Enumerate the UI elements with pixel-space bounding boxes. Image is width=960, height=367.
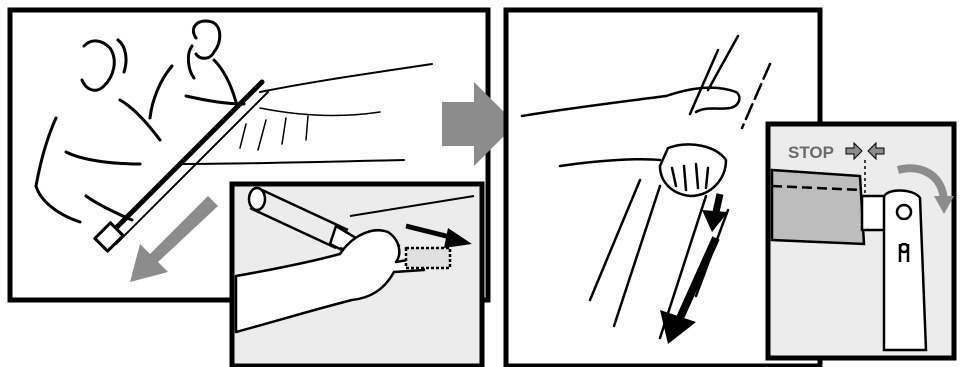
stop-label: STOP xyxy=(788,143,834,162)
inset-stop-detail: STOP xyxy=(768,124,954,358)
panel-right: STOP xyxy=(506,10,954,366)
inset-hand-pulling xyxy=(232,184,482,366)
panel-left xyxy=(10,10,488,366)
